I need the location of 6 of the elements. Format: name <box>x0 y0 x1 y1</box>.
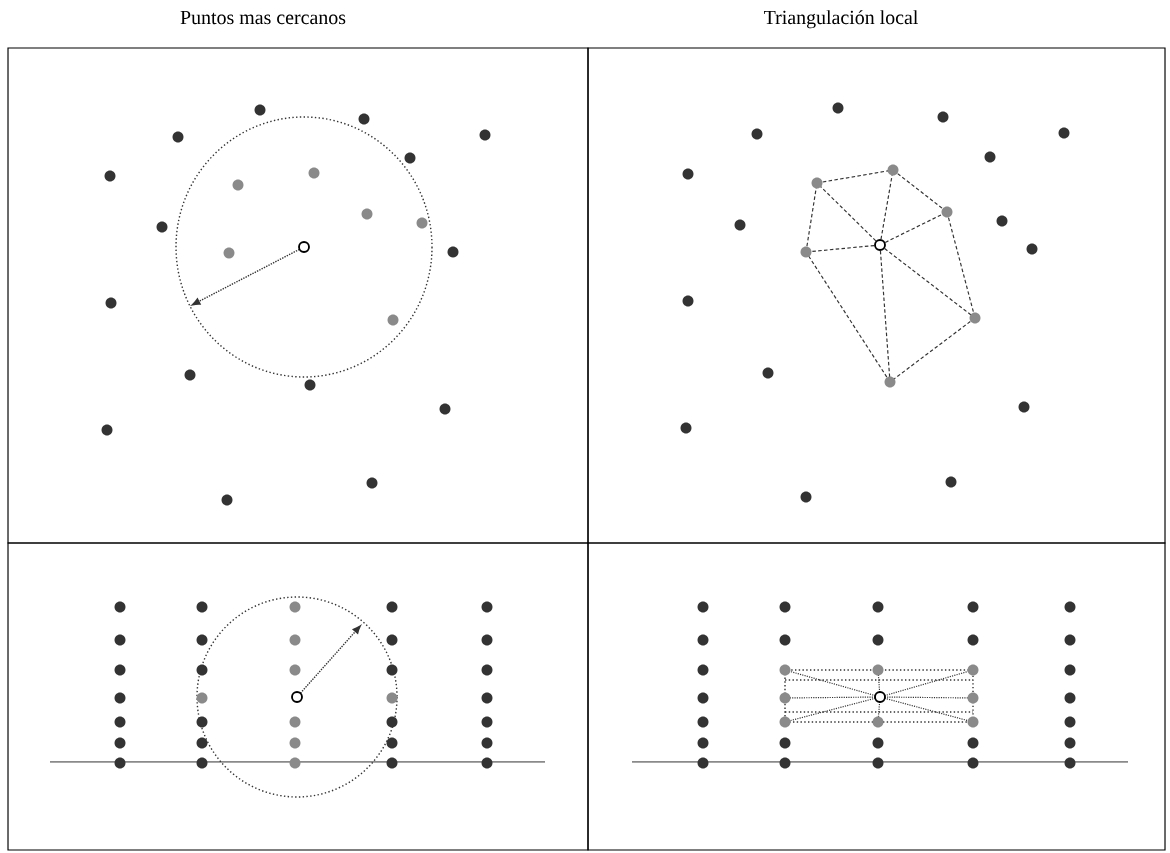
node-label: Triangulación local <box>764 10 918 29</box>
panel-box: Triangulación local <box>587 10 1166 544</box>
panel-box: Puntos mas cercanos <box>7 10 589 544</box>
node-label: Puntos mas cercanos <box>180 10 346 25</box>
panel-box <box>7 542 589 851</box>
panel-box <box>587 542 1166 851</box>
